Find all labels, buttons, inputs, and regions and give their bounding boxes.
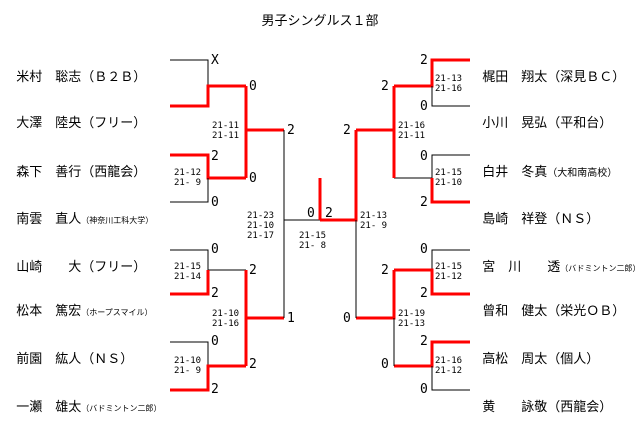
left-r2-score: 2 [249, 357, 257, 372]
left-r1-score: 0 [211, 334, 219, 349]
right-r1-score: 0 [420, 242, 428, 257]
left-semi-detail: 21-23 21-10 21-17 [247, 211, 275, 241]
player-name: 前園 紘人 [16, 352, 82, 367]
right-r1-detail: 21-16 21-12 [435, 356, 463, 376]
player-name: 大澤 陸央 [16, 116, 82, 131]
player-name: 黄 詠敬 [482, 400, 548, 415]
right-semi-score: 2 [343, 123, 351, 138]
right-r1-score: 0 [420, 382, 428, 397]
player-name: 松本 篤宏 [16, 304, 82, 319]
left-semi-score: 2 [287, 123, 295, 138]
player-name: 白井 冬真 [482, 165, 548, 180]
right-r2-score: 2 [381, 79, 389, 94]
player-name: 小川 晃弘 [482, 116, 548, 131]
left-r2-score: 0 [249, 171, 257, 186]
right-r1-detail: 21-13 21-16 [435, 74, 463, 94]
player-name: 曾和 健太 [482, 304, 548, 319]
player-affiliation: （平和台） [547, 116, 613, 131]
left-player-7: 前園 紘人（ＮＳ） [8, 333, 133, 367]
player-affiliation: （西龍会） [547, 400, 613, 415]
player-name: 森下 善行 [16, 165, 82, 180]
left-r1-score: 0 [211, 242, 219, 257]
right-player-1: 梶田 翔太（深見ＢＣ） [474, 51, 625, 85]
player-name: 宮 川 透 [482, 260, 561, 275]
right-r1-score: 2 [420, 334, 428, 349]
right-r1-score: 0 [420, 149, 428, 164]
right-r2-detail: 21-19 21-13 [398, 309, 426, 329]
left-r2-detail: 21-11 21-11 [212, 121, 240, 141]
player-affiliation: （神奈川工科大学） [81, 216, 154, 225]
player-affiliation: （栄光ＯＢ） [547, 304, 626, 319]
player-affiliation: （フリー） [81, 116, 147, 131]
left-r1-score: 2 [211, 382, 219, 397]
right-player-7: 高松 周太（個人） [474, 333, 599, 367]
right-r1-score: 2 [420, 195, 428, 210]
left-r1-score: 0 [211, 195, 219, 210]
right-semi-detail: 21-13 21- 9 [360, 211, 388, 231]
player-name: 梶田 翔太 [482, 70, 548, 85]
right-player-3: 白井 冬真（大和南高校） [474, 146, 617, 180]
player-affiliation: （ＮＳ） [81, 352, 134, 367]
player-affiliation: （フリー） [81, 260, 147, 275]
right-r1-detail: 21-15 21-10 [435, 168, 463, 188]
player-affiliation: （ホープスマイル） [81, 308, 153, 317]
player-affiliation: （Ｂ２Ｂ） [81, 70, 147, 85]
player-affiliation: （深見ＢＣ） [547, 70, 626, 85]
right-r2-score: 0 [381, 357, 389, 372]
right-r1-score: 2 [420, 53, 428, 68]
left-r1-detail: 21-10 21- 9 [174, 356, 202, 376]
player-affiliation: （個人） [547, 352, 600, 367]
player-name: 南雲 直人 [16, 212, 82, 227]
left-r1-detail: 21-12 21- 9 [174, 168, 202, 188]
player-name: 高松 周太 [482, 352, 548, 367]
right-r1-detail: 21-15 21-12 [435, 262, 463, 282]
right-r2-detail: 21-16 21-11 [398, 121, 426, 141]
left-semi-score-lower: 1 [287, 311, 295, 326]
left-r2-detail: 21-10 21-16 [212, 309, 240, 329]
player-affiliation: （バドミントン二郎） [81, 404, 162, 413]
right-r1-score: 2 [420, 286, 428, 301]
right-player-5: 宮 川 透（バドミントン二郎） [474, 241, 640, 275]
bracket-title: 男子シングルス１部 [261, 14, 379, 29]
left-player-6: 松本 篤宏（ホープスマイル） [8, 285, 152, 319]
right-player-6: 曾和 健太（栄光ＯＢ） [474, 285, 625, 319]
left-player-1: 米村 聡志（Ｂ２Ｂ） [8, 51, 146, 85]
left-player-3: 森下 善行（西龍会） [8, 146, 146, 180]
left-r1-detail: 21-15 21-14 [174, 262, 202, 282]
left-player-5: 山崎 大（フリー） [8, 241, 146, 275]
left-r1-score: 2 [211, 286, 219, 301]
final-right-score: 2 [325, 206, 333, 221]
right-r1-score: 0 [420, 99, 428, 114]
final-detail: 21-15 21- 8 [299, 231, 327, 251]
right-player-2: 小川 晃弘（平和台） [474, 97, 612, 131]
player-name: 島崎 祥登 [482, 212, 548, 227]
player-name: 一瀬 雄太 [16, 400, 82, 415]
player-affiliation: （ＮＳ） [547, 212, 600, 227]
player-affiliation: （大和南高校） [547, 168, 618, 179]
player-name: 米村 聡志 [16, 70, 82, 85]
player-affiliation: （西龍会） [81, 165, 147, 180]
right-player-8: 黄 詠敬（西龍会） [474, 381, 612, 415]
left-r1-score: 2 [211, 149, 219, 164]
left-r2-score: 2 [249, 263, 257, 278]
left-r1-score: X [211, 53, 219, 68]
player-affiliation: （バドミントン二郎） [560, 264, 640, 273]
final-left-score: 0 [307, 206, 315, 221]
left-r1-score: 0 [249, 79, 257, 94]
right-player-4: 島崎 祥登（ＮＳ） [474, 193, 599, 227]
right-semi-score-lower: 0 [343, 311, 351, 326]
left-player-2: 大澤 陸央（フリー） [8, 97, 146, 131]
right-r2-score: 2 [381, 263, 389, 278]
player-name: 山崎 大 [16, 260, 82, 275]
left-player-8: 一瀬 雄太（バドミントン二郎） [8, 381, 161, 415]
left-player-4: 南雲 直人（神奈川工科大学） [8, 193, 153, 227]
